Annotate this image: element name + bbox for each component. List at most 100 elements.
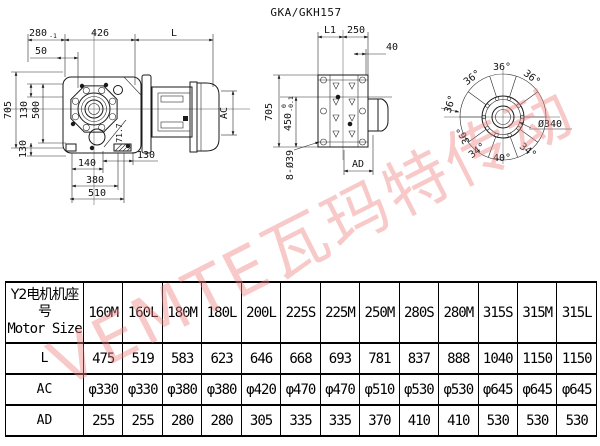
value-cell: 475 xyxy=(82,342,124,375)
angle-label-top: 36° xyxy=(493,62,511,73)
dim-8-holes: 8-Ø39 xyxy=(284,150,296,180)
table-corner-header: Y2电机机座号 Motor Size xyxy=(5,281,84,344)
row-label-AD: AD xyxy=(5,404,84,437)
column-header-160L: 160L xyxy=(122,281,163,344)
dim-71-7: 71.7 xyxy=(115,123,124,142)
value-cell: φ470 xyxy=(319,373,361,406)
dim-50: 50 xyxy=(35,46,47,57)
dim-280-tolerance: -1 xyxy=(49,32,57,40)
dim-130-lower: 130 xyxy=(18,140,29,158)
value-cell: φ330 xyxy=(82,373,124,406)
column-header-225S: 225S xyxy=(280,281,321,344)
value-cell: 410 xyxy=(398,404,440,437)
value-cell: 1150 xyxy=(516,342,558,375)
value-cell: φ510 xyxy=(359,373,400,406)
value-cell: 1150 xyxy=(556,342,597,375)
column-header-225M: 225M xyxy=(319,281,361,344)
dim-L1: L1 xyxy=(324,25,336,36)
value-cell: 335 xyxy=(280,404,321,437)
value-cell: 530 xyxy=(556,404,597,437)
page-title: GKA/GKH157 xyxy=(270,6,341,19)
dim-130-upper: 130 xyxy=(19,101,30,119)
angle-label-bottom-left: 34° xyxy=(467,141,488,161)
dim-L: L xyxy=(171,28,177,39)
value-cell: φ645 xyxy=(477,373,518,406)
header-english: Motor Size xyxy=(7,321,82,337)
value-cell: φ380 xyxy=(161,373,203,406)
dim-450: 450 xyxy=(283,113,294,131)
column-header-160M: 160M xyxy=(82,281,124,344)
right-view-drawing: 36° 36° 36° 36° 36° 34° 40° 34° Ø340 xyxy=(440,62,572,164)
column-header-315M: 315M xyxy=(516,281,558,344)
middle-view-drawing: L1 250 40 705 450 0 -0.1 8-Ø39 A xyxy=(264,25,398,180)
value-cell: 305 xyxy=(240,404,282,437)
left-view-drawing: 71.7 280 -1 426 L 50 xyxy=(3,28,250,205)
dim-250: 250 xyxy=(347,25,365,36)
row-label-L: L xyxy=(5,342,84,375)
column-header-280S: 280S xyxy=(398,281,440,344)
dim-AD: AD xyxy=(352,159,364,170)
value-cell: 781 xyxy=(359,342,400,375)
dim-280: 280 xyxy=(29,28,47,39)
value-cell: φ470 xyxy=(280,373,321,406)
dim-705-left: 705 xyxy=(3,101,14,119)
dim-AC: AC xyxy=(219,107,230,119)
dim-705-middle: 705 xyxy=(264,103,275,121)
value-cell: 583 xyxy=(161,342,203,375)
angle-label-bottom: 40° xyxy=(493,153,511,164)
dim-450-sub: -0.1 xyxy=(287,96,295,112)
value-cell: 693 xyxy=(319,342,361,375)
row-label-AC: AC xyxy=(5,373,84,406)
dim-130-bottom: 130 xyxy=(137,150,155,161)
value-cell: 837 xyxy=(398,342,440,375)
value-cell: 519 xyxy=(122,342,163,375)
value-cell: φ645 xyxy=(516,373,558,406)
angle-label-upper-left: 36° xyxy=(462,68,483,88)
value-cell: 370 xyxy=(359,404,400,437)
dim-140: 140 xyxy=(78,158,96,169)
dim-510: 510 xyxy=(88,188,106,199)
value-cell: 255 xyxy=(82,404,124,437)
column-header-200L: 200L xyxy=(240,281,282,344)
value-cell: φ530 xyxy=(438,373,479,406)
dim-450-group: 450 0 -0.1 xyxy=(280,96,295,131)
value-cell: 623 xyxy=(201,342,242,375)
dim-450-sup: 0 xyxy=(280,104,288,108)
value-cell: 530 xyxy=(477,404,518,437)
dim-diameter-340: Ø340 xyxy=(538,118,562,130)
column-header-315S: 315S xyxy=(477,281,518,344)
header-chinese: Y2电机机座号 xyxy=(10,287,79,320)
technical-drawing: GKA/GKH157 xyxy=(3,6,572,205)
value-cell: φ530 xyxy=(398,373,440,406)
dim-380: 380 xyxy=(86,175,104,186)
column-header-180L: 180L xyxy=(201,281,242,344)
angle-label-bottom-right: 34° xyxy=(517,141,538,161)
value-cell: 646 xyxy=(240,342,282,375)
value-cell: φ645 xyxy=(556,373,597,406)
angle-label-lower-left: 36° xyxy=(455,125,473,146)
value-cell: 668 xyxy=(280,342,321,375)
angle-label-upper-right: 36° xyxy=(521,68,542,88)
value-cell: φ380 xyxy=(201,373,242,406)
value-cell: 1040 xyxy=(477,342,518,375)
value-cell: 530 xyxy=(516,404,558,437)
dim-500: 500 xyxy=(31,101,42,119)
value-cell: 255 xyxy=(122,404,163,437)
value-cell: 410 xyxy=(438,404,479,437)
column-header-315L: 315L xyxy=(556,281,597,344)
dim-40: 40 xyxy=(386,42,398,53)
value-cell: φ420 xyxy=(240,373,282,406)
column-header-280M: 280M xyxy=(438,281,479,344)
value-cell: 280 xyxy=(201,404,242,437)
value-cell: φ330 xyxy=(122,373,163,406)
column-header-250M: 250M xyxy=(359,281,400,344)
value-cell: 280 xyxy=(161,404,203,437)
dim-426: 426 xyxy=(91,28,109,39)
